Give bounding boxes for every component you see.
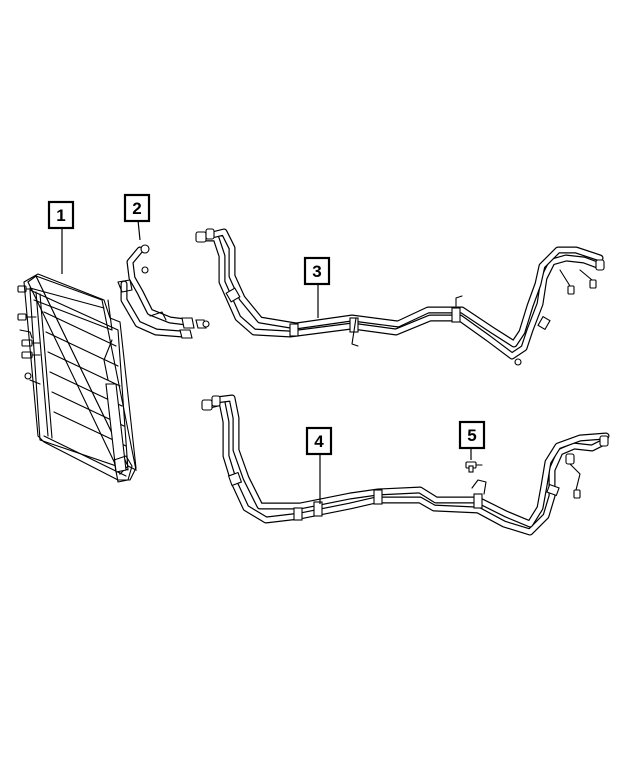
- callout-1-label: 1: [56, 206, 65, 225]
- part-1-transmission-oil-cooler[interactable]: [17, 273, 137, 483]
- part-3-cooler-line-upper[interactable]: [195, 228, 605, 366]
- leader-lines: [61, 219, 472, 504]
- callout-2-label: 2: [132, 199, 141, 218]
- leader-2: [137, 219, 141, 241]
- part-2-cooler-line-assembly[interactable]: [117, 244, 210, 339]
- part-5-bolt[interactable]: [465, 461, 483, 473]
- callout-5-label: 5: [467, 426, 476, 445]
- callout-5[interactable]: 5: [458, 420, 486, 450]
- callout-2[interactable]: 2: [123, 193, 151, 223]
- callout-4[interactable]: 4: [305, 426, 333, 456]
- callout-3-label: 3: [312, 262, 321, 281]
- callout-4-label: 4: [314, 432, 324, 451]
- callout-1[interactable]: 1: [47, 200, 75, 230]
- callout-3[interactable]: 3: [303, 256, 331, 286]
- part-4-cooler-line-lower[interactable]: [201, 394, 610, 536]
